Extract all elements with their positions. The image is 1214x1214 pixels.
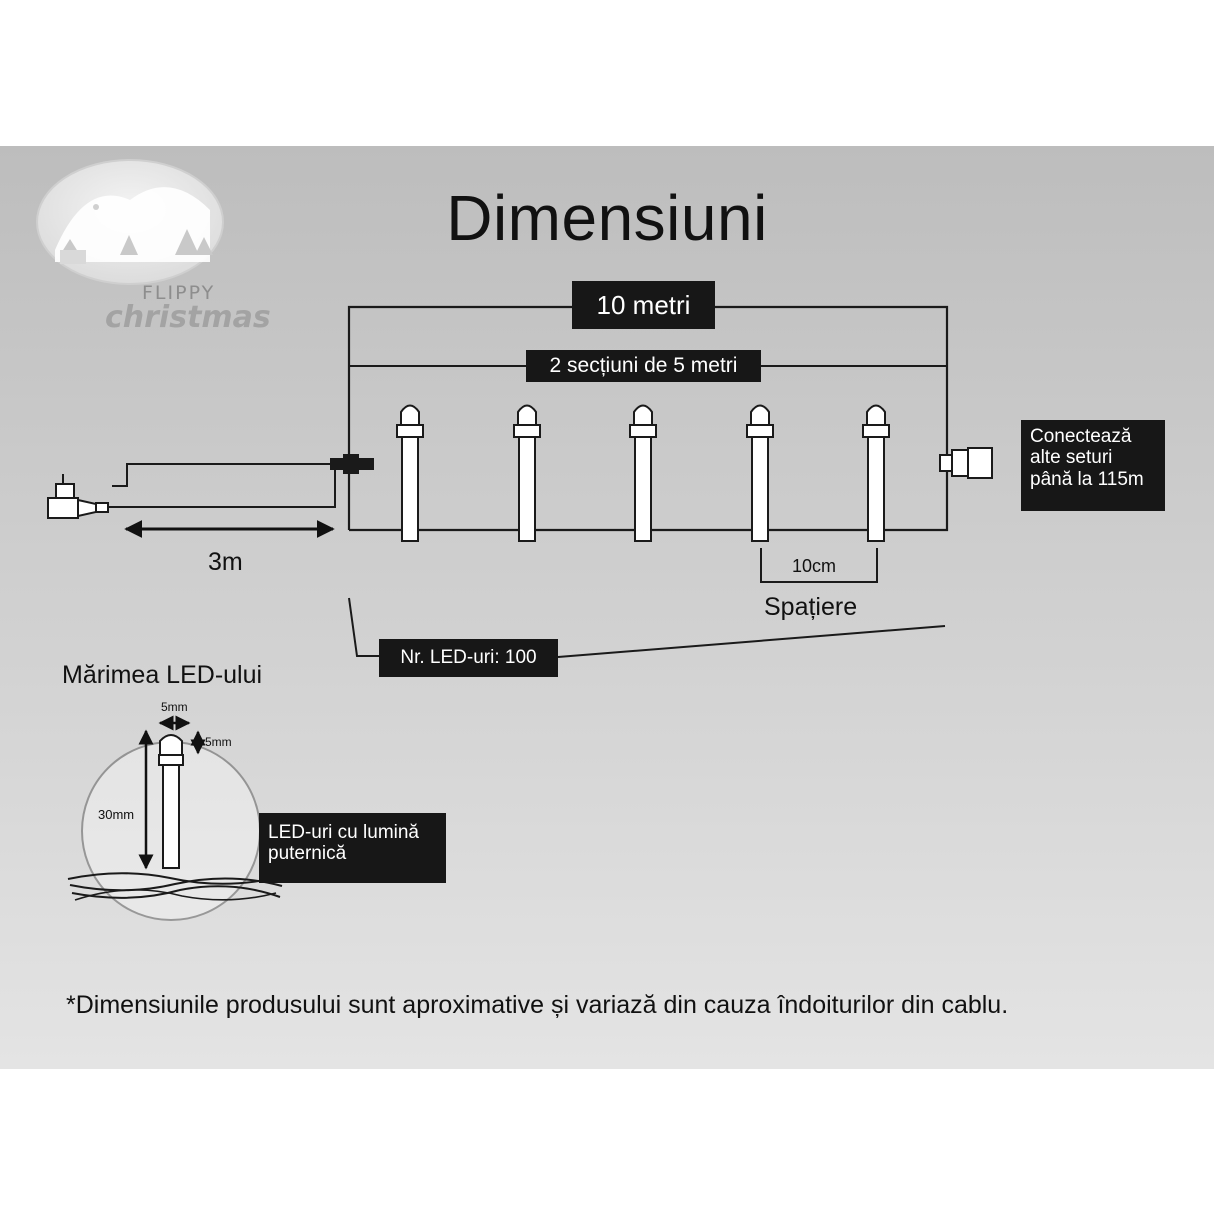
led-row: [396, 404, 890, 542]
led-head-height-label: 5mm: [205, 735, 232, 749]
led-note-line1: LED-uri cu lumină: [268, 822, 419, 843]
led-size-detail: [67, 734, 283, 921]
spacing-bracket: [760, 548, 878, 583]
sections-label: 2 secțiuni de 5 metri: [526, 350, 761, 382]
footnote: *Dimensiunile produsului sunt aproximati…: [66, 991, 1009, 1019]
lead-cable: [108, 463, 340, 508]
connect-note-line2: alte seturi: [1030, 447, 1113, 469]
led-count-leader-right: [557, 625, 946, 658]
brand-logo-art: [36, 159, 224, 285]
connect-note-box: Conectează alte seturi până la 115m: [1021, 420, 1165, 511]
led-bulb-2: [513, 404, 541, 542]
length-bracket-10m: [347, 305, 949, 532]
spacing-value-label: 10cm: [792, 556, 837, 576]
led-size-heading: Mărimea LED-ului: [62, 661, 263, 689]
led-bulb-4: [746, 404, 774, 542]
end-connector-icon: [939, 447, 993, 479]
power-adapter-icon: [47, 474, 109, 519]
led-width-label: 5mm: [161, 700, 188, 714]
lead-length-label: 3m: [208, 548, 243, 576]
led-count-label: Nr. LED-uri: 100: [379, 639, 558, 677]
led-bulb-1: [396, 404, 424, 542]
led-bulb-5: [862, 404, 890, 542]
cable-connector-icon: [330, 454, 374, 474]
total-length-label: 10 metri: [572, 281, 715, 329]
spacing-label: Spațiere: [764, 593, 858, 621]
brand-name-line2: christmas: [105, 300, 271, 335]
led-height-label: 30mm: [98, 807, 135, 822]
led-bulb-3: [629, 404, 657, 542]
connect-note-line3: până la 115m: [1030, 468, 1144, 490]
led-note-line2: puternică: [268, 843, 347, 865]
page-title: Dimensiuni: [446, 182, 768, 254]
led-count-leader: [348, 597, 380, 657]
brand-name-line1: FLIPPY: [142, 282, 216, 304]
led-note-box: LED-uri cu lumină puternică: [259, 813, 446, 883]
connect-note-line1: Conectează: [1030, 426, 1132, 447]
